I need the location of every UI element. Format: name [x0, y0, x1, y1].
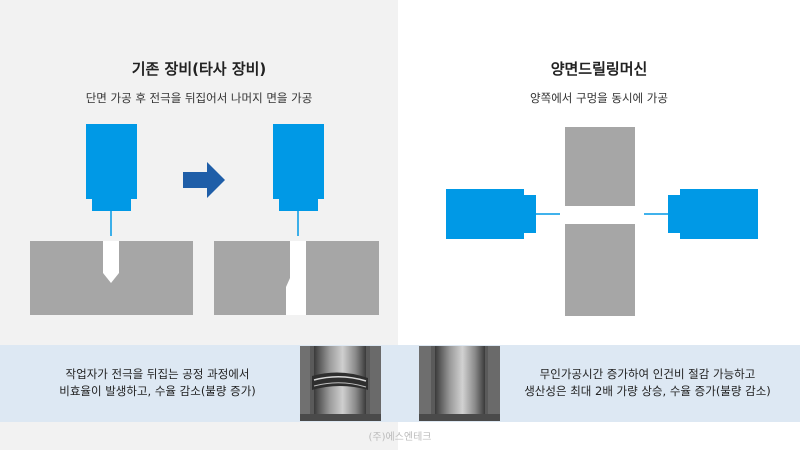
left-caption-line1: 작업자가 전극을 뒤집는 공정 과정에서 [65, 367, 250, 381]
right-subtitle: 양쪽에서 구멍을 동시에 가공 [530, 91, 668, 105]
next-step-arrow-icon [183, 162, 225, 198]
right-caption-line2: 생산성은 최대 2배 가량 상승, 수율 증가(불량 감소) [524, 384, 771, 398]
right-title: 양면드릴링머신 [550, 60, 648, 78]
left-caption: 작업자가 전극을 뒤집는 공정 과정에서 비효율이 발생하고, 수율 감소(불량… [20, 366, 295, 400]
right-caption: 무인가공시간 증가하여 인건비 절감 가능하고 생산성은 최대 2배 가량 상승… [495, 366, 800, 400]
right-caption-line1: 무인가공시간 증가하여 인건비 절감 가능하고 [539, 367, 756, 381]
left-caption-line2: 비효율이 발생하고, 수율 감소(불량 증가) [59, 384, 256, 398]
drill-tool-step1 [86, 124, 137, 236]
process-diagram [30, 124, 758, 316]
workpiece-lower [565, 224, 635, 316]
sem-photo-clean-icon [419, 346, 500, 421]
left-title: 기존 장비(타사 장비) [131, 60, 267, 78]
drill-tool-left-side [446, 189, 560, 239]
workpiece-upper [565, 127, 635, 206]
drill-tool-right-side [644, 189, 758, 239]
workpiece-step1 [30, 241, 193, 315]
left-subtitle: 단면 가공 후 전극을 뒤집어서 나머지 면을 가공 [85, 91, 313, 105]
sem-photo-defect-icon [300, 346, 381, 421]
company-watermark: (주)에스엔테크 [368, 432, 432, 443]
drill-tool-step2 [273, 124, 324, 236]
workpiece-step2 [214, 241, 379, 315]
